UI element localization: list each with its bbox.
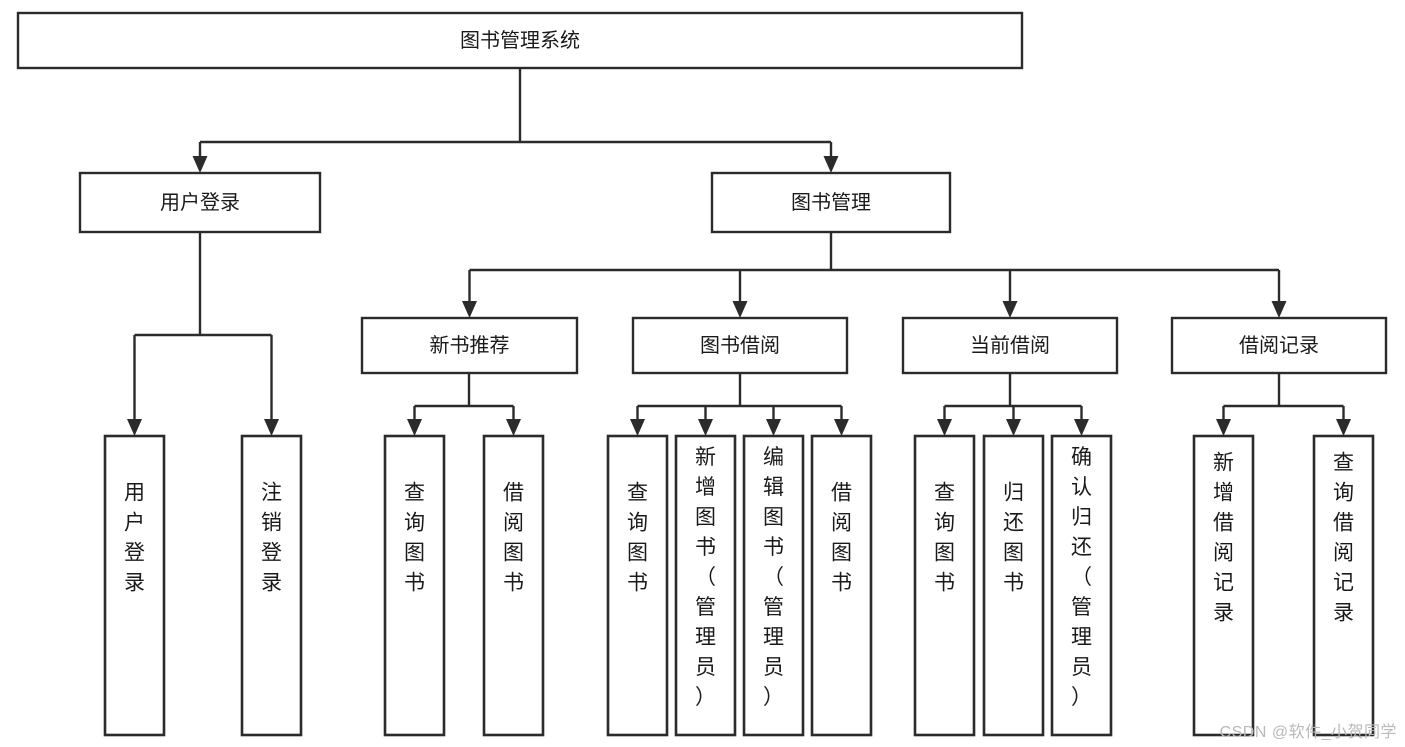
node-label-leaf-borrow-book-2: 借阅图书 xyxy=(831,482,852,595)
node-leaf-query-book-2[interactable]: 查询图书 xyxy=(606,434,669,737)
node-box-leaf-query-book-3 xyxy=(913,434,976,737)
node-leaf-add-record[interactable]: 新增借阅记录 xyxy=(1192,434,1255,737)
node-label-book-manage: 图书管理 xyxy=(791,191,871,214)
node-label-leaf-return-book: 归还图书 xyxy=(1003,482,1024,595)
node-box-leaf-query-record xyxy=(1312,434,1375,737)
node-box-leaf-query-book-2 xyxy=(606,434,669,737)
connector-root xyxy=(192,68,839,173)
connector-user-login xyxy=(127,232,279,436)
connector-new-book-recommend xyxy=(407,373,521,436)
node-label-current-borrow: 当前借阅 xyxy=(970,334,1050,357)
node-leaf-edit-book[interactable]: 编辑图书（管理员） xyxy=(742,434,805,737)
node-label-leaf-query-book-2: 查询图书 xyxy=(627,482,648,595)
node-label-borrow-record: 借阅记录 xyxy=(1239,334,1319,357)
node-book-manage[interactable]: 图书管理 xyxy=(710,171,952,234)
node-box-new-book-recommend xyxy=(360,316,579,375)
node-layer: 图书管理系统用户登录图书管理新书推荐图书借阅当前借阅借阅记录用户登录注销登录查询… xyxy=(16,11,1388,737)
node-leaf-confirm-return[interactable]: 确认归还（管理员） xyxy=(1050,434,1113,737)
node-box-user-login xyxy=(78,171,322,234)
node-leaf-query-book-1[interactable]: 查询图书 xyxy=(383,434,446,737)
connector-book-manage xyxy=(462,232,1287,318)
node-label-user-login: 用户登录 xyxy=(160,191,240,214)
node-label-book-borrow: 图书借阅 xyxy=(700,334,780,357)
connector-borrow-record xyxy=(1216,373,1351,436)
node-box-leaf-user-login xyxy=(103,434,166,737)
connector-current-borrow xyxy=(937,373,1089,436)
connector-layer xyxy=(127,68,1351,436)
node-label-leaf-add-book: 新增图书（管理员） xyxy=(695,446,716,709)
node-label-leaf-edit-book: 编辑图书（管理员） xyxy=(763,446,784,709)
node-box-leaf-borrow-book-1 xyxy=(482,434,545,737)
node-label-leaf-borrow-book-1: 借阅图书 xyxy=(503,482,524,595)
node-leaf-logout[interactable]: 注销登录 xyxy=(240,434,303,737)
node-leaf-return-book[interactable]: 归还图书 xyxy=(982,434,1045,737)
node-box-leaf-edit-book xyxy=(742,434,805,737)
node-label-leaf-add-record: 新增借阅记录 xyxy=(1213,452,1234,625)
node-label-root: 图书管理系统 xyxy=(460,29,580,52)
node-box-current-borrow xyxy=(901,316,1119,375)
node-leaf-user-login[interactable]: 用户登录 xyxy=(103,434,166,737)
node-label-leaf-logout: 注销登录 xyxy=(261,482,282,595)
node-leaf-query-book-3[interactable]: 查询图书 xyxy=(913,434,976,737)
node-book-borrow[interactable]: 图书借阅 xyxy=(631,316,849,375)
connector-book-borrow xyxy=(630,373,849,436)
node-label-leaf-confirm-return: 确认归还（管理员） xyxy=(1071,446,1092,709)
node-box-root xyxy=(16,11,1024,70)
node-leaf-borrow-book-1[interactable]: 借阅图书 xyxy=(482,434,545,737)
node-label-new-book-recommend: 新书推荐 xyxy=(430,334,510,357)
node-new-book-recommend[interactable]: 新书推荐 xyxy=(360,316,579,375)
node-leaf-add-book[interactable]: 新增图书（管理员） xyxy=(674,434,737,737)
node-label-leaf-query-book-1: 查询图书 xyxy=(404,482,425,595)
node-borrow-record[interactable]: 借阅记录 xyxy=(1170,316,1388,375)
node-root[interactable]: 图书管理系统 xyxy=(16,11,1024,70)
node-box-leaf-add-record xyxy=(1192,434,1255,737)
node-leaf-borrow-book-2[interactable]: 借阅图书 xyxy=(810,434,873,737)
node-leaf-query-record[interactable]: 查询借阅记录 xyxy=(1312,434,1375,737)
csdn-watermark: CSDN @软件_小贺同学 xyxy=(1219,724,1397,741)
node-box-leaf-return-book xyxy=(982,434,1045,737)
node-box-leaf-borrow-book-2 xyxy=(810,434,873,737)
node-box-leaf-confirm-return xyxy=(1050,434,1113,737)
node-user-login[interactable]: 用户登录 xyxy=(78,171,322,234)
node-box-borrow-record xyxy=(1170,316,1388,375)
node-box-leaf-query-book-1 xyxy=(383,434,446,737)
node-label-leaf-query-book-3: 查询图书 xyxy=(934,482,955,595)
node-current-borrow[interactable]: 当前借阅 xyxy=(901,316,1119,375)
node-box-leaf-logout xyxy=(240,434,303,737)
node-box-book-borrow xyxy=(631,316,849,375)
node-box-leaf-add-book xyxy=(674,434,737,737)
node-label-leaf-user-login: 用户登录 xyxy=(124,482,145,595)
node-box-book-manage xyxy=(710,171,952,234)
node-label-leaf-query-record: 查询借阅记录 xyxy=(1333,452,1354,625)
